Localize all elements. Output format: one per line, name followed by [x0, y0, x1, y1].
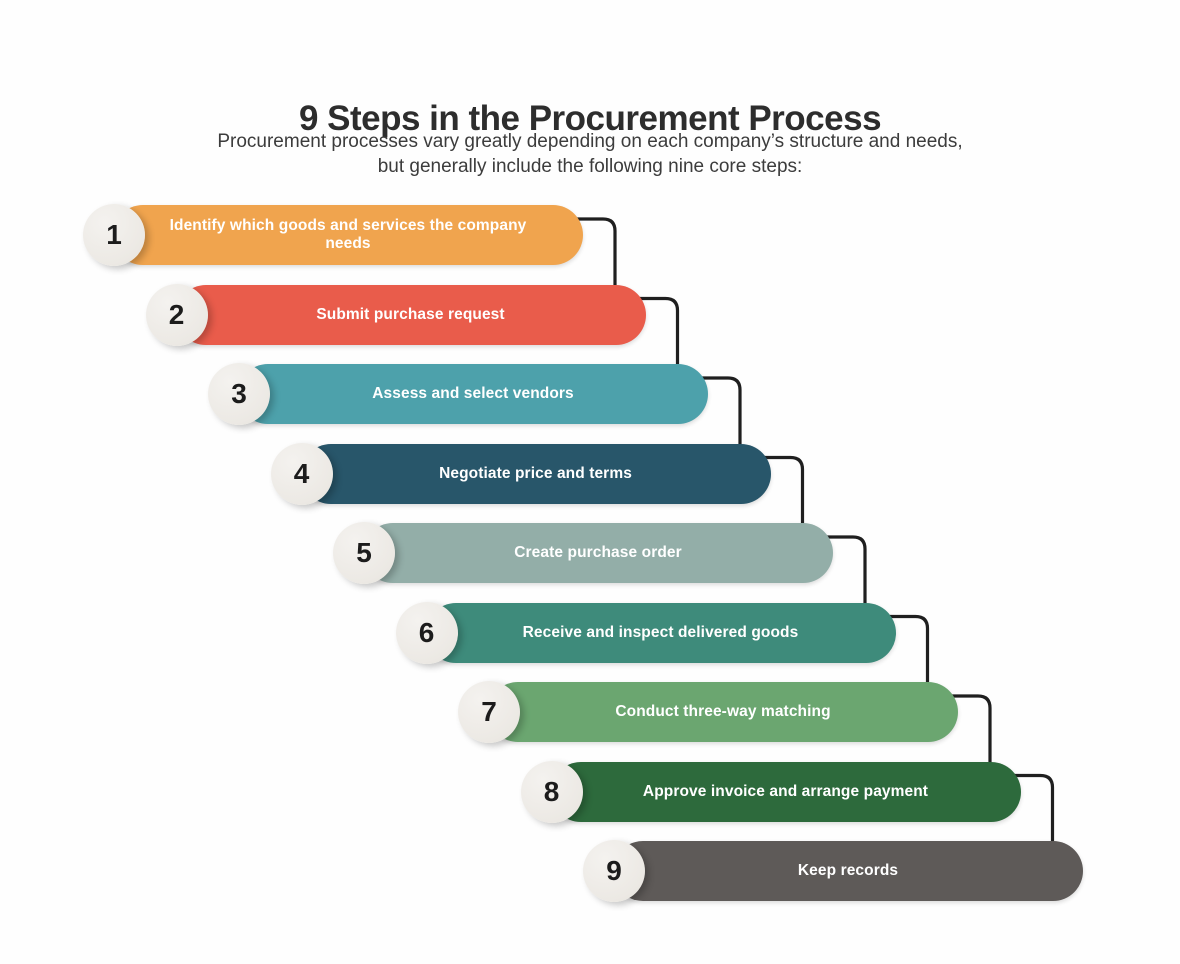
- step-number-badge: 9: [583, 840, 645, 902]
- step-connector: [942, 694, 992, 770]
- step-label: Negotiate price and terms: [439, 464, 632, 482]
- step-connector: [692, 376, 742, 452]
- step-bar-1: Identify which goods and services the co…: [113, 205, 583, 265]
- step-number-badge: 4: [270, 442, 333, 505]
- step-number-badge: 5: [333, 522, 395, 584]
- step-number: 4: [293, 457, 310, 489]
- page-title: 9 Steps in the Procurement Process: [298, 99, 882, 139]
- step-label: Create purchase order: [514, 544, 682, 561]
- step-number-badge: 8: [520, 760, 583, 823]
- step-connector: [879, 614, 930, 690]
- step-number: 5: [356, 537, 372, 568]
- step-number: 2: [168, 298, 185, 330]
- step-number: 7: [481, 696, 497, 727]
- step-bar-7: Conduct three-way matching: [488, 682, 958, 742]
- step-number-badge: 7: [458, 681, 520, 743]
- step-bar-3: Assess and select vendors: [238, 364, 708, 424]
- step-number-badge: 6: [395, 601, 458, 664]
- step-label: Submit purchase request: [316, 305, 505, 323]
- step-number: 1: [106, 219, 122, 250]
- step-bar-2: Submit purchase request: [175, 284, 646, 345]
- step-connector: [1004, 773, 1055, 849]
- step-label: Identify which goods and services the co…: [169, 217, 527, 252]
- step-label: Receive and inspect delivered goods: [522, 623, 799, 641]
- step-bar-5: Create purchase order: [363, 523, 833, 583]
- step-number-badge: 1: [83, 204, 145, 266]
- step-bar-6: Receive and inspect delivered goods: [425, 602, 896, 663]
- step-number: 8: [543, 775, 560, 807]
- step-number-badge: 3: [208, 363, 270, 425]
- step-number: 9: [606, 855, 622, 886]
- step-number: 6: [418, 616, 435, 648]
- step-bar-4: Negotiate price and terms: [300, 443, 771, 504]
- step-label: Assess and select vendors: [372, 385, 574, 402]
- step-bar-8: Approve invoice and arrange payment: [550, 761, 1021, 822]
- step-label: Conduct three-way matching: [615, 703, 831, 720]
- page-subtitle: Procurement processes vary greatly depen…: [0, 129, 1180, 179]
- subtitle-line-2: but generally include the following nine…: [377, 156, 803, 177]
- step-connector: [567, 217, 617, 293]
- step-bar-9: Keep records: [613, 841, 1083, 901]
- step-label: Keep records: [797, 862, 899, 879]
- step-connector: [754, 455, 805, 531]
- step-number-badge: 2: [145, 283, 208, 346]
- step-number: 3: [231, 378, 247, 409]
- subtitle-line-1: Procurement processes vary greatly depen…: [217, 131, 963, 152]
- step-connector: [629, 296, 680, 372]
- step-connector: [817, 535, 867, 611]
- step-label: Approve invoice and arrange payment: [642, 782, 929, 800]
